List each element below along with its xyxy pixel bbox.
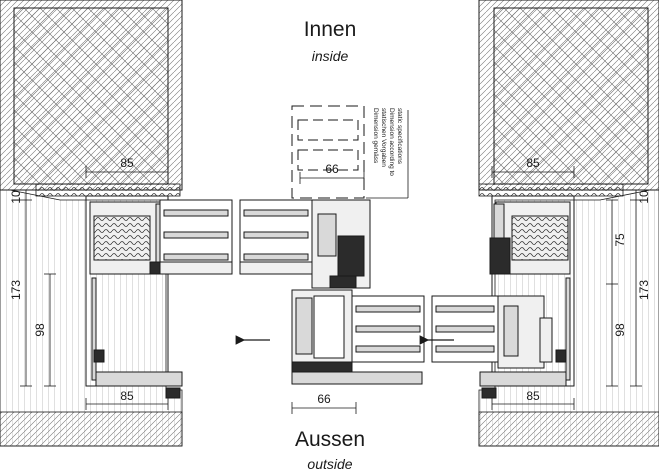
outside-label: Aussen [294,428,366,451]
dim-left-lower: 98 [33,323,47,337]
dim-center-top-width: 66 [325,162,339,176]
svg-text:statischen Vorgaben: statischen Vorgaben [380,108,387,167]
dim-right-lower: 98 [613,323,627,337]
static-dimension-note: Dimension gemäss statischen Vorgaben Dim… [372,108,403,176]
svg-text:Dimension according to: Dimension according to [388,108,395,176]
bottom-rail [165,371,497,399]
right-frame-profile [479,195,575,387]
dim-right-mid: 75 [613,233,627,247]
dim-right-height: 173 [637,280,651,300]
dimension-lines [20,110,642,414]
left-insulation-strip [35,183,181,197]
inner-sash-profile [159,199,371,289]
dim-left-small: 10 [9,190,23,204]
dim-right-top-width: 85 [526,156,540,170]
top-static-member [291,105,365,199]
svg-text:static specifications: static specifications [396,108,403,165]
right-insulation-strip [478,183,624,197]
section-break-lines [234,196,430,372]
dim-left-top-width: 85 [120,156,134,170]
inside-label: Innen [303,18,357,41]
dim-right-small: 10 [637,190,651,204]
inside-sublabel: inside [311,48,349,64]
dim-left-height: 173 [9,280,23,300]
dim-left-bottom-width: 85 [120,389,134,403]
dim-center-bottom-width: 66 [317,392,331,406]
outside-sublabel: outside [307,456,353,472]
svg-text:Dimension gemäss: Dimension gemäss [372,108,379,164]
outer-sash-profile [291,289,553,373]
dim-right-bottom-width: 85 [526,389,540,403]
